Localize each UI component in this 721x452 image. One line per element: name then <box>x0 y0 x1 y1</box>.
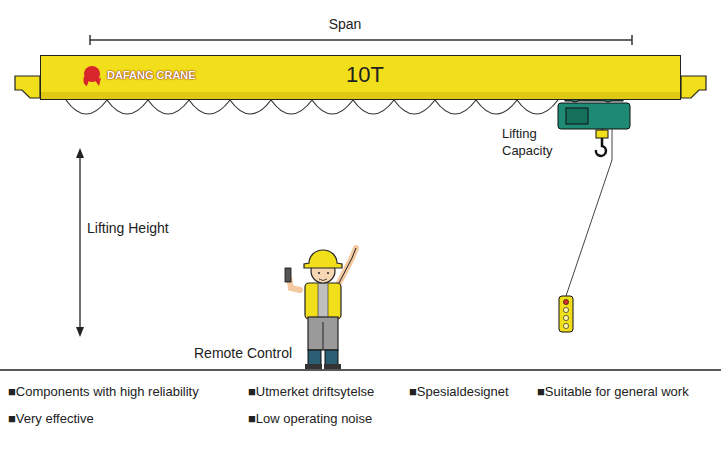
feature-item: ■Utmerket driftsytelse <box>248 384 374 400</box>
hook-block <box>596 130 608 138</box>
feature-item: ■Very effective <box>8 411 94 427</box>
hook <box>596 138 606 156</box>
logo-icon <box>79 64 105 90</box>
part-label: Remote Control <box>194 345 292 362</box>
dimension-label: Lifting Height <box>87 220 169 237</box>
festoon-cable <box>66 100 558 114</box>
pendant-button <box>563 315 568 320</box>
arrow-head <box>76 148 84 158</box>
pendant-button <box>563 299 568 304</box>
hoist-body <box>558 103 630 129</box>
hoist-motor <box>566 108 588 124</box>
span-tick <box>89 35 91 45</box>
pendant-button <box>563 323 568 328</box>
span-tick <box>631 35 633 45</box>
ground-line <box>0 369 721 371</box>
brand-name: DAFANG CRANE <box>107 69 196 82</box>
arrow-head <box>76 327 84 337</box>
feature-item: ■Spesialdesignet <box>409 384 509 400</box>
pendant-button <box>563 307 568 312</box>
crane-girder: DAFANG CRANE 10T <box>40 55 681 100</box>
height-arrow <box>79 152 80 333</box>
capacity-label: 10T <box>346 62 384 88</box>
feature-item: ■Suitable for general work <box>537 384 689 400</box>
part-label: Lifting Capacity <box>502 126 552 160</box>
end-carriage <box>681 76 706 98</box>
end-carriage <box>15 76 40 98</box>
feature-item: ■Low operating noise <box>248 411 372 427</box>
feature-item: ■Components with high reliability <box>8 384 199 400</box>
pendant-cable <box>566 129 612 296</box>
pendant-control <box>559 296 573 332</box>
dimension-label: Span <box>329 16 362 33</box>
worker-figure <box>285 248 356 369</box>
span-line <box>90 39 632 41</box>
